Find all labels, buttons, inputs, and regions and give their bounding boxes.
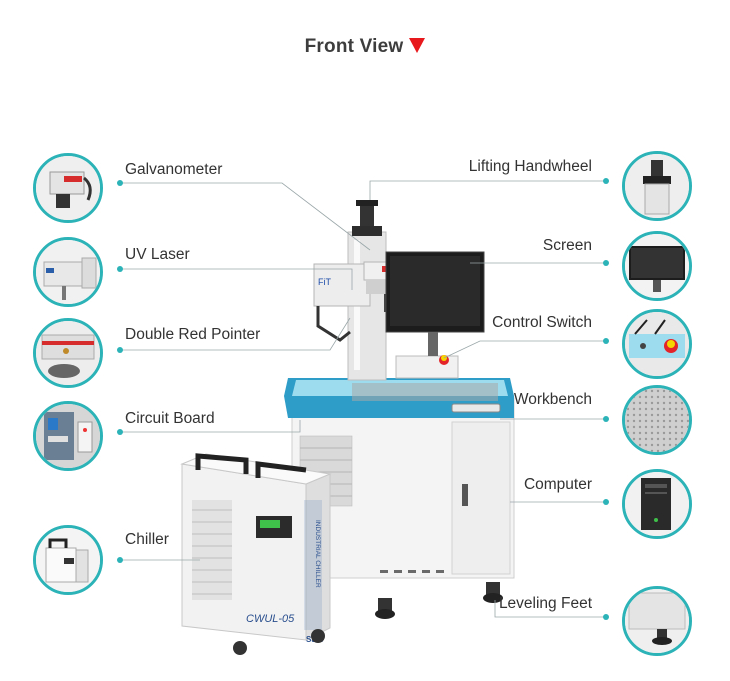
red-pointer-icon — [33, 318, 103, 388]
down-triangle-icon — [409, 38, 426, 53]
label-galvanometer: Galvanometer — [125, 161, 223, 178]
chiller-model: CWUL-05 — [246, 613, 295, 625]
label-leveling-feet: Leveling Feet — [498, 595, 592, 612]
computer-icon — [622, 469, 692, 539]
workbench-icon — [622, 385, 692, 455]
label-chiller: Chiller — [125, 531, 169, 548]
handwheel-icon — [622, 151, 692, 221]
label-workbench: Workbench — [513, 391, 592, 408]
label-double-red-pointer: Double Red Pointer — [125, 326, 261, 343]
leveling-feet-icon — [622, 586, 692, 656]
monitor — [385, 251, 485, 356]
screen-icon — [622, 231, 692, 301]
chiller-unit: INDUSTRIAL CHILLER CWUL-05 S&A — [180, 453, 332, 655]
laser-column: FiT — [313, 200, 459, 381]
label-lifting-handwheel: Lifting Handwheel — [468, 158, 592, 175]
label-screen: Screen — [542, 237, 592, 254]
leader-dots — [117, 178, 609, 620]
chiller-side-text: INDUSTRIAL CHILLER — [314, 520, 321, 588]
cabinet — [284, 378, 515, 619]
header: Front View — [0, 36, 730, 58]
galvanometer-icon — [33, 153, 103, 223]
label-uv-laser: UV Laser — [125, 246, 190, 263]
brand-mark: FiT — [318, 277, 331, 287]
leader-lines — [120, 180, 606, 618]
uv-laser-icon — [33, 237, 103, 307]
control-switch-icon — [622, 309, 692, 379]
label-computer: Computer — [523, 476, 592, 493]
chiller-icon — [33, 525, 103, 595]
page-title: Front View — [304, 36, 404, 57]
label-circuit-board: Circuit Board — [125, 410, 215, 427]
label-control-switch: Control Switch — [492, 314, 592, 331]
circuit-board-icon — [33, 401, 103, 471]
